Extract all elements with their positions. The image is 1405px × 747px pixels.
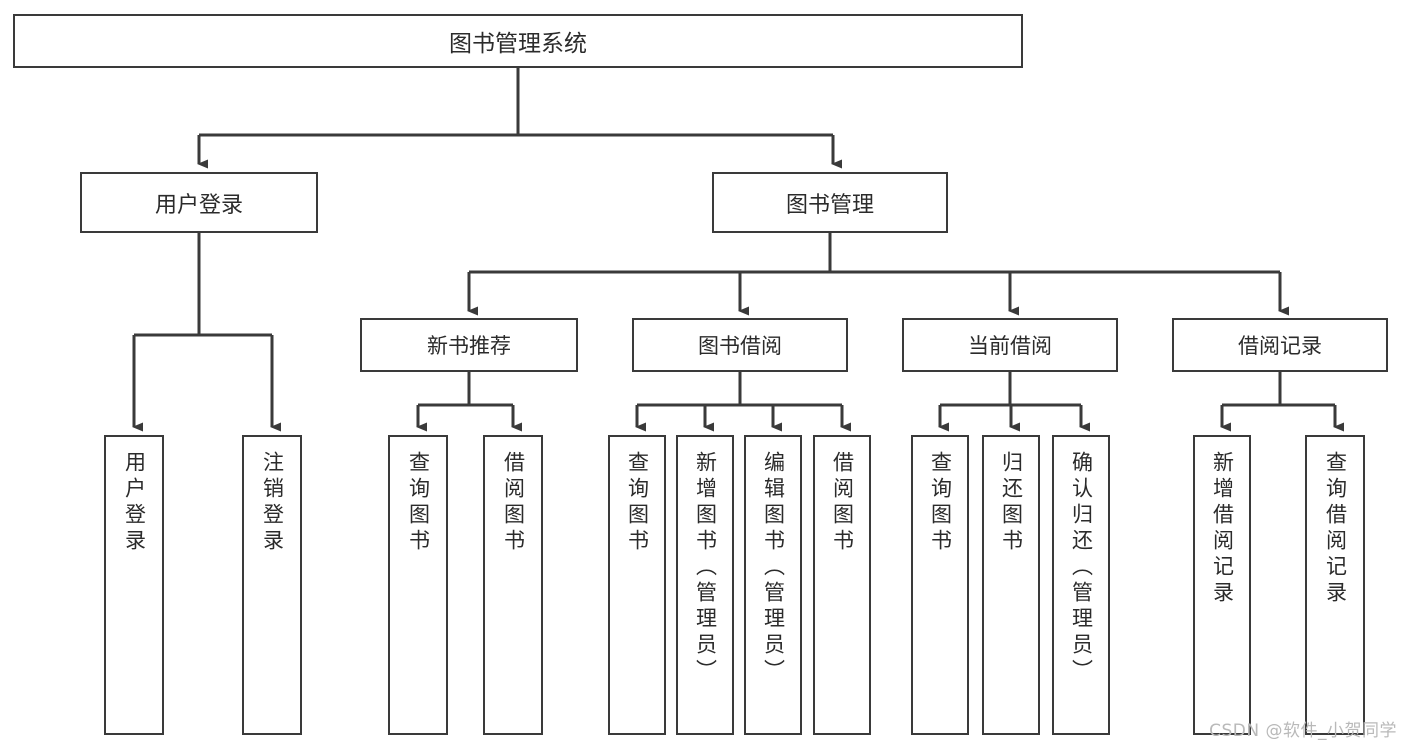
leaf-return-book[interactable]: 归还图书 [982, 435, 1040, 735]
leaf-user-login-label: 用户登录 [122, 451, 147, 555]
node-user-login[interactable]: 用户登录 [80, 172, 318, 233]
node-current-borrow[interactable]: 当前借阅 [902, 318, 1118, 372]
node-borrow-record[interactable]: 借阅记录 [1172, 318, 1388, 372]
leaf-query-book-1-label: 查询图书 [406, 451, 431, 555]
leaf-user-login[interactable]: 用户登录 [104, 435, 164, 735]
leaf-add-book-label: 新增图书（管理员） [693, 451, 718, 685]
leaf-borrow-book-2[interactable]: 借阅图书 [813, 435, 871, 735]
leaf-confirm-return-label: 确认归还（管理员） [1069, 451, 1094, 685]
node-current-borrow-label: 当前借阅 [968, 334, 1052, 358]
node-book-borrow-label: 图书借阅 [698, 334, 782, 358]
node-new-book-rec-label: 新书推荐 [427, 334, 511, 358]
leaf-query-book-3-label: 查询图书 [928, 451, 953, 555]
leaf-borrow-book-1-label: 借阅图书 [501, 451, 526, 555]
leaf-add-record[interactable]: 新增借阅记录 [1193, 435, 1251, 735]
leaf-query-book-1[interactable]: 查询图书 [388, 435, 448, 735]
node-borrow-record-label: 借阅记录 [1238, 334, 1322, 358]
leaf-query-book-2[interactable]: 查询图书 [608, 435, 666, 735]
leaf-add-record-label: 新增借阅记录 [1210, 451, 1235, 607]
leaf-query-record-label: 查询借阅记录 [1323, 451, 1348, 607]
leaf-borrow-book-2-label: 借阅图书 [830, 451, 855, 555]
leaf-edit-book-label: 编辑图书（管理员） [761, 451, 786, 685]
node-book-manage[interactable]: 图书管理 [712, 172, 948, 233]
leaf-edit-book[interactable]: 编辑图书（管理员） [744, 435, 802, 735]
leaf-borrow-book-1[interactable]: 借阅图书 [483, 435, 543, 735]
node-book-borrow[interactable]: 图书借阅 [632, 318, 848, 372]
node-user-login-label: 用户登录 [154, 192, 243, 218]
node-root-label: 图书管理系统 [449, 31, 587, 57]
node-root[interactable]: 图书管理系统 [13, 14, 1023, 68]
leaf-add-book[interactable]: 新增图书（管理员） [676, 435, 734, 735]
leaf-logout-label: 注销登录 [260, 451, 285, 555]
leaf-query-book-2-label: 查询图书 [625, 451, 650, 555]
node-book-manage-label: 图书管理 [785, 192, 874, 218]
node-new-book-rec[interactable]: 新书推荐 [360, 318, 578, 372]
leaf-confirm-return[interactable]: 确认归还（管理员） [1052, 435, 1110, 735]
csdn-watermark: CSDN @软件_小贺同学 [1209, 721, 1397, 741]
leaf-return-book-label: 归还图书 [999, 451, 1024, 555]
leaf-query-record[interactable]: 查询借阅记录 [1305, 435, 1365, 735]
leaf-query-book-3[interactable]: 查询图书 [911, 435, 969, 735]
leaf-logout[interactable]: 注销登录 [242, 435, 302, 735]
